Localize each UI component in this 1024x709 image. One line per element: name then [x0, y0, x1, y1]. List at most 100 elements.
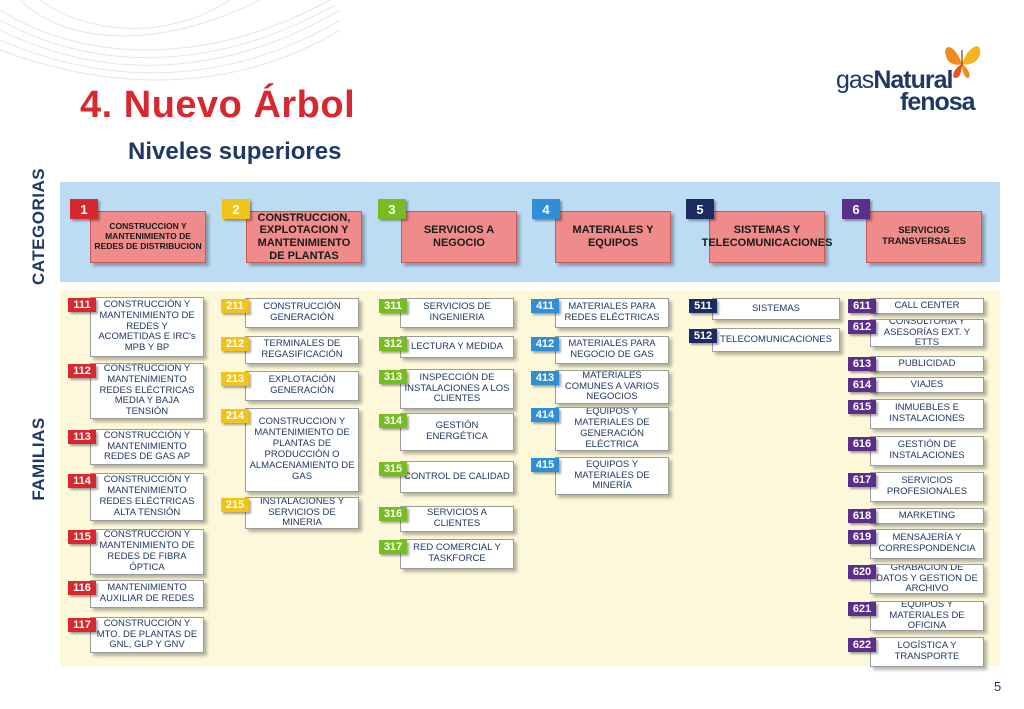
family-number-315: 315: [379, 462, 407, 476]
family-box-115: CONSTRUCCIÓN Y MANTENIMIENTO DE REDES DE…: [90, 529, 204, 575]
family-number-615: 615: [848, 400, 876, 414]
family-box-211: CONSTRUCCIÓN GENERACIÓN: [245, 298, 359, 328]
category-box-3: SERVICIOS A NEGOCIO: [401, 211, 517, 263]
family-number-616: 616: [848, 437, 876, 451]
family-number-213: 213: [221, 372, 249, 386]
family-box-317: RED COMERCIAL Y TASKFORCE: [400, 539, 514, 569]
family-number-317: 317: [379, 540, 407, 554]
family-box-411: MATERIALES PARA REDES ELÉCTRICAS: [555, 298, 669, 328]
butterfly-icon: [945, 46, 981, 78]
family-box-611: CALL CENTER: [870, 298, 984, 314]
family-box-414: EQUIPOS Y MATERIALES DE GENERACIÓN ELÉCT…: [555, 407, 669, 451]
logo-word-fenosa: fenosa: [900, 88, 976, 116]
family-number-211: 211: [221, 299, 249, 313]
family-number-411: 411: [531, 299, 559, 313]
family-box-117: CONSTRUCCIÓN Y MTO. DE PLANTAS DE GNL, G…: [90, 617, 204, 653]
family-number-114: 114: [68, 474, 96, 488]
family-number-415: 415: [531, 458, 559, 472]
family-box-311: SERVICIOS DE INGENIERIA: [400, 298, 514, 328]
slide-title: 4. Nuevo Árbol: [80, 84, 356, 126]
categorias-vertical-label: CATEGORIAS: [29, 167, 48, 285]
category-box-1: CONSTRUCCION Y MANTENIMIENTO DE REDES DE…: [90, 211, 206, 263]
family-box-114: CONSTRUCCIÓN Y MANTENIMIENTO REDES ELÉCT…: [90, 473, 204, 521]
category-number-5: 5: [686, 199, 714, 219]
family-box-112: CONSTRUCCIÓN Y MANTENIMIENTO REDES ELÉCT…: [90, 363, 204, 419]
logo-line-1: gasNatural: [836, 66, 953, 95]
family-box-617: SERVICIOS PROFESIONALES: [870, 472, 984, 502]
family-number-412: 412: [531, 337, 559, 351]
family-number-113: 113: [68, 430, 96, 444]
family-number-116: 116: [68, 581, 96, 595]
category-number-1: 1: [70, 199, 98, 219]
family-box-215: INSTALACIONES Y SERVICIOS DE MINERIA: [245, 497, 359, 529]
family-number-312: 312: [379, 337, 407, 351]
category-number-2: 2: [222, 199, 250, 219]
category-box-5: SISTEMAS Y TELECOMUNICACIONES: [702, 211, 832, 263]
logo-word-natural: Natural: [873, 66, 953, 94]
family-box-613: PUBLICIDAD: [870, 356, 984, 372]
category-number-4: 4: [532, 199, 560, 219]
family-box-116: MANTENIMIENTO AUXILIAR DE REDES: [90, 580, 204, 608]
family-number-617: 617: [848, 473, 876, 487]
family-box-615: INMUEBLES E INSTALACIONES: [870, 399, 984, 429]
family-number-512: 512: [689, 329, 717, 343]
family-box-413: MATERIALES COMUNES A VARIOS NEGOCIOS: [555, 370, 669, 404]
family-number-115: 115: [68, 530, 96, 544]
family-box-314: GESTIÓN ENERGÉTICA: [400, 413, 514, 451]
family-number-311: 311: [379, 299, 407, 313]
family-number-112: 112: [68, 364, 96, 378]
family-number-414: 414: [531, 408, 559, 422]
family-number-511: 511: [689, 299, 717, 313]
family-number-614: 614: [848, 378, 876, 392]
category-box-2: CONSTRUCCION, EXPLOTACION Y MANTENIMIENT…: [246, 211, 362, 263]
categories-band: [60, 182, 1000, 282]
family-number-214: 214: [221, 409, 249, 423]
family-box-212: TERMINALES DE REGASIFICACIÓN: [245, 336, 359, 364]
family-number-611: 611: [848, 299, 876, 313]
family-box-316: SERVICIOS A CLIENTES: [400, 506, 514, 532]
family-number-618: 618: [848, 509, 876, 523]
page-number: 5: [994, 679, 1002, 694]
family-box-214: CONSTRUCCION Y MANTENIMIENTO DE PLANTAS …: [245, 408, 359, 492]
family-number-314: 314: [379, 414, 407, 428]
family-box-412: MATERIALES PARA NEGOCIO DE GAS: [555, 336, 669, 364]
family-box-312: LECTURA Y MEDIDA: [400, 336, 514, 358]
family-number-613: 613: [848, 357, 876, 371]
family-box-313: INSPECCIÓN DE INSTALACIONES A LOS CLIENT…: [400, 369, 514, 409]
family-box-619: MENSAJERÍA Y CORRESPONDENCIA: [870, 529, 984, 559]
family-number-612: 612: [848, 320, 876, 334]
family-box-113: CONSTRUCCIÓN Y MANTENIMIENTO REDES DE GA…: [90, 429, 204, 465]
gas-natural-fenosa-logo: gasNatural fenosa: [836, 46, 986, 118]
family-box-620: GRABACION DE DATOS Y GESTION DE ARCHIVO: [870, 564, 984, 594]
family-box-213: EXPLOTACIÓN GENERACIÓN: [245, 371, 359, 401]
family-number-621: 621: [848, 602, 876, 616]
category-number-6: 6: [842, 199, 870, 219]
family-number-620: 620: [848, 565, 876, 579]
decorative-swirl-lines: [0, 0, 340, 81]
family-number-316: 316: [379, 507, 407, 521]
family-number-215: 215: [221, 498, 249, 512]
family-number-111: 111: [68, 298, 96, 312]
families-band: [60, 290, 1000, 666]
family-box-612: CONSULTORÍA Y ASESORÍAS EXT. Y ETTS: [870, 319, 984, 347]
family-box-512: TELECOMUNICACIONES: [712, 328, 840, 352]
family-number-619: 619: [848, 530, 876, 544]
family-box-616: GESTIÓN DE INSTALACIONES: [870, 436, 984, 466]
family-box-618: MARKETING: [870, 508, 984, 524]
category-box-4: MATERIALES Y EQUIPOS: [555, 211, 671, 263]
family-number-622: 622: [848, 638, 876, 652]
logo-word-gas: gas: [836, 66, 874, 94]
family-box-111: CONSTRUCCIÓN Y MANTENIMIENTO DE REDES Y …: [90, 297, 204, 357]
category-box-6: SERVICIOS TRANSVERSALES: [866, 211, 982, 263]
familias-vertical-label: FAMILIAS: [29, 417, 48, 501]
family-box-511: SISTEMAS: [712, 298, 840, 320]
slide-subtitle: Niveles superiores: [128, 138, 342, 165]
category-number-3: 3: [378, 199, 406, 219]
family-box-315: CONTROL DE CALIDAD: [400, 461, 514, 493]
family-number-212: 212: [221, 337, 249, 351]
family-box-621: EQUIPOS Y MATERIALES DE OFICINA: [870, 601, 984, 631]
family-box-622: LOGÍSTICA Y TRANSPORTE: [870, 637, 984, 667]
family-number-117: 117: [68, 618, 96, 632]
family-number-313: 313: [379, 370, 407, 384]
family-number-413: 413: [531, 371, 559, 385]
